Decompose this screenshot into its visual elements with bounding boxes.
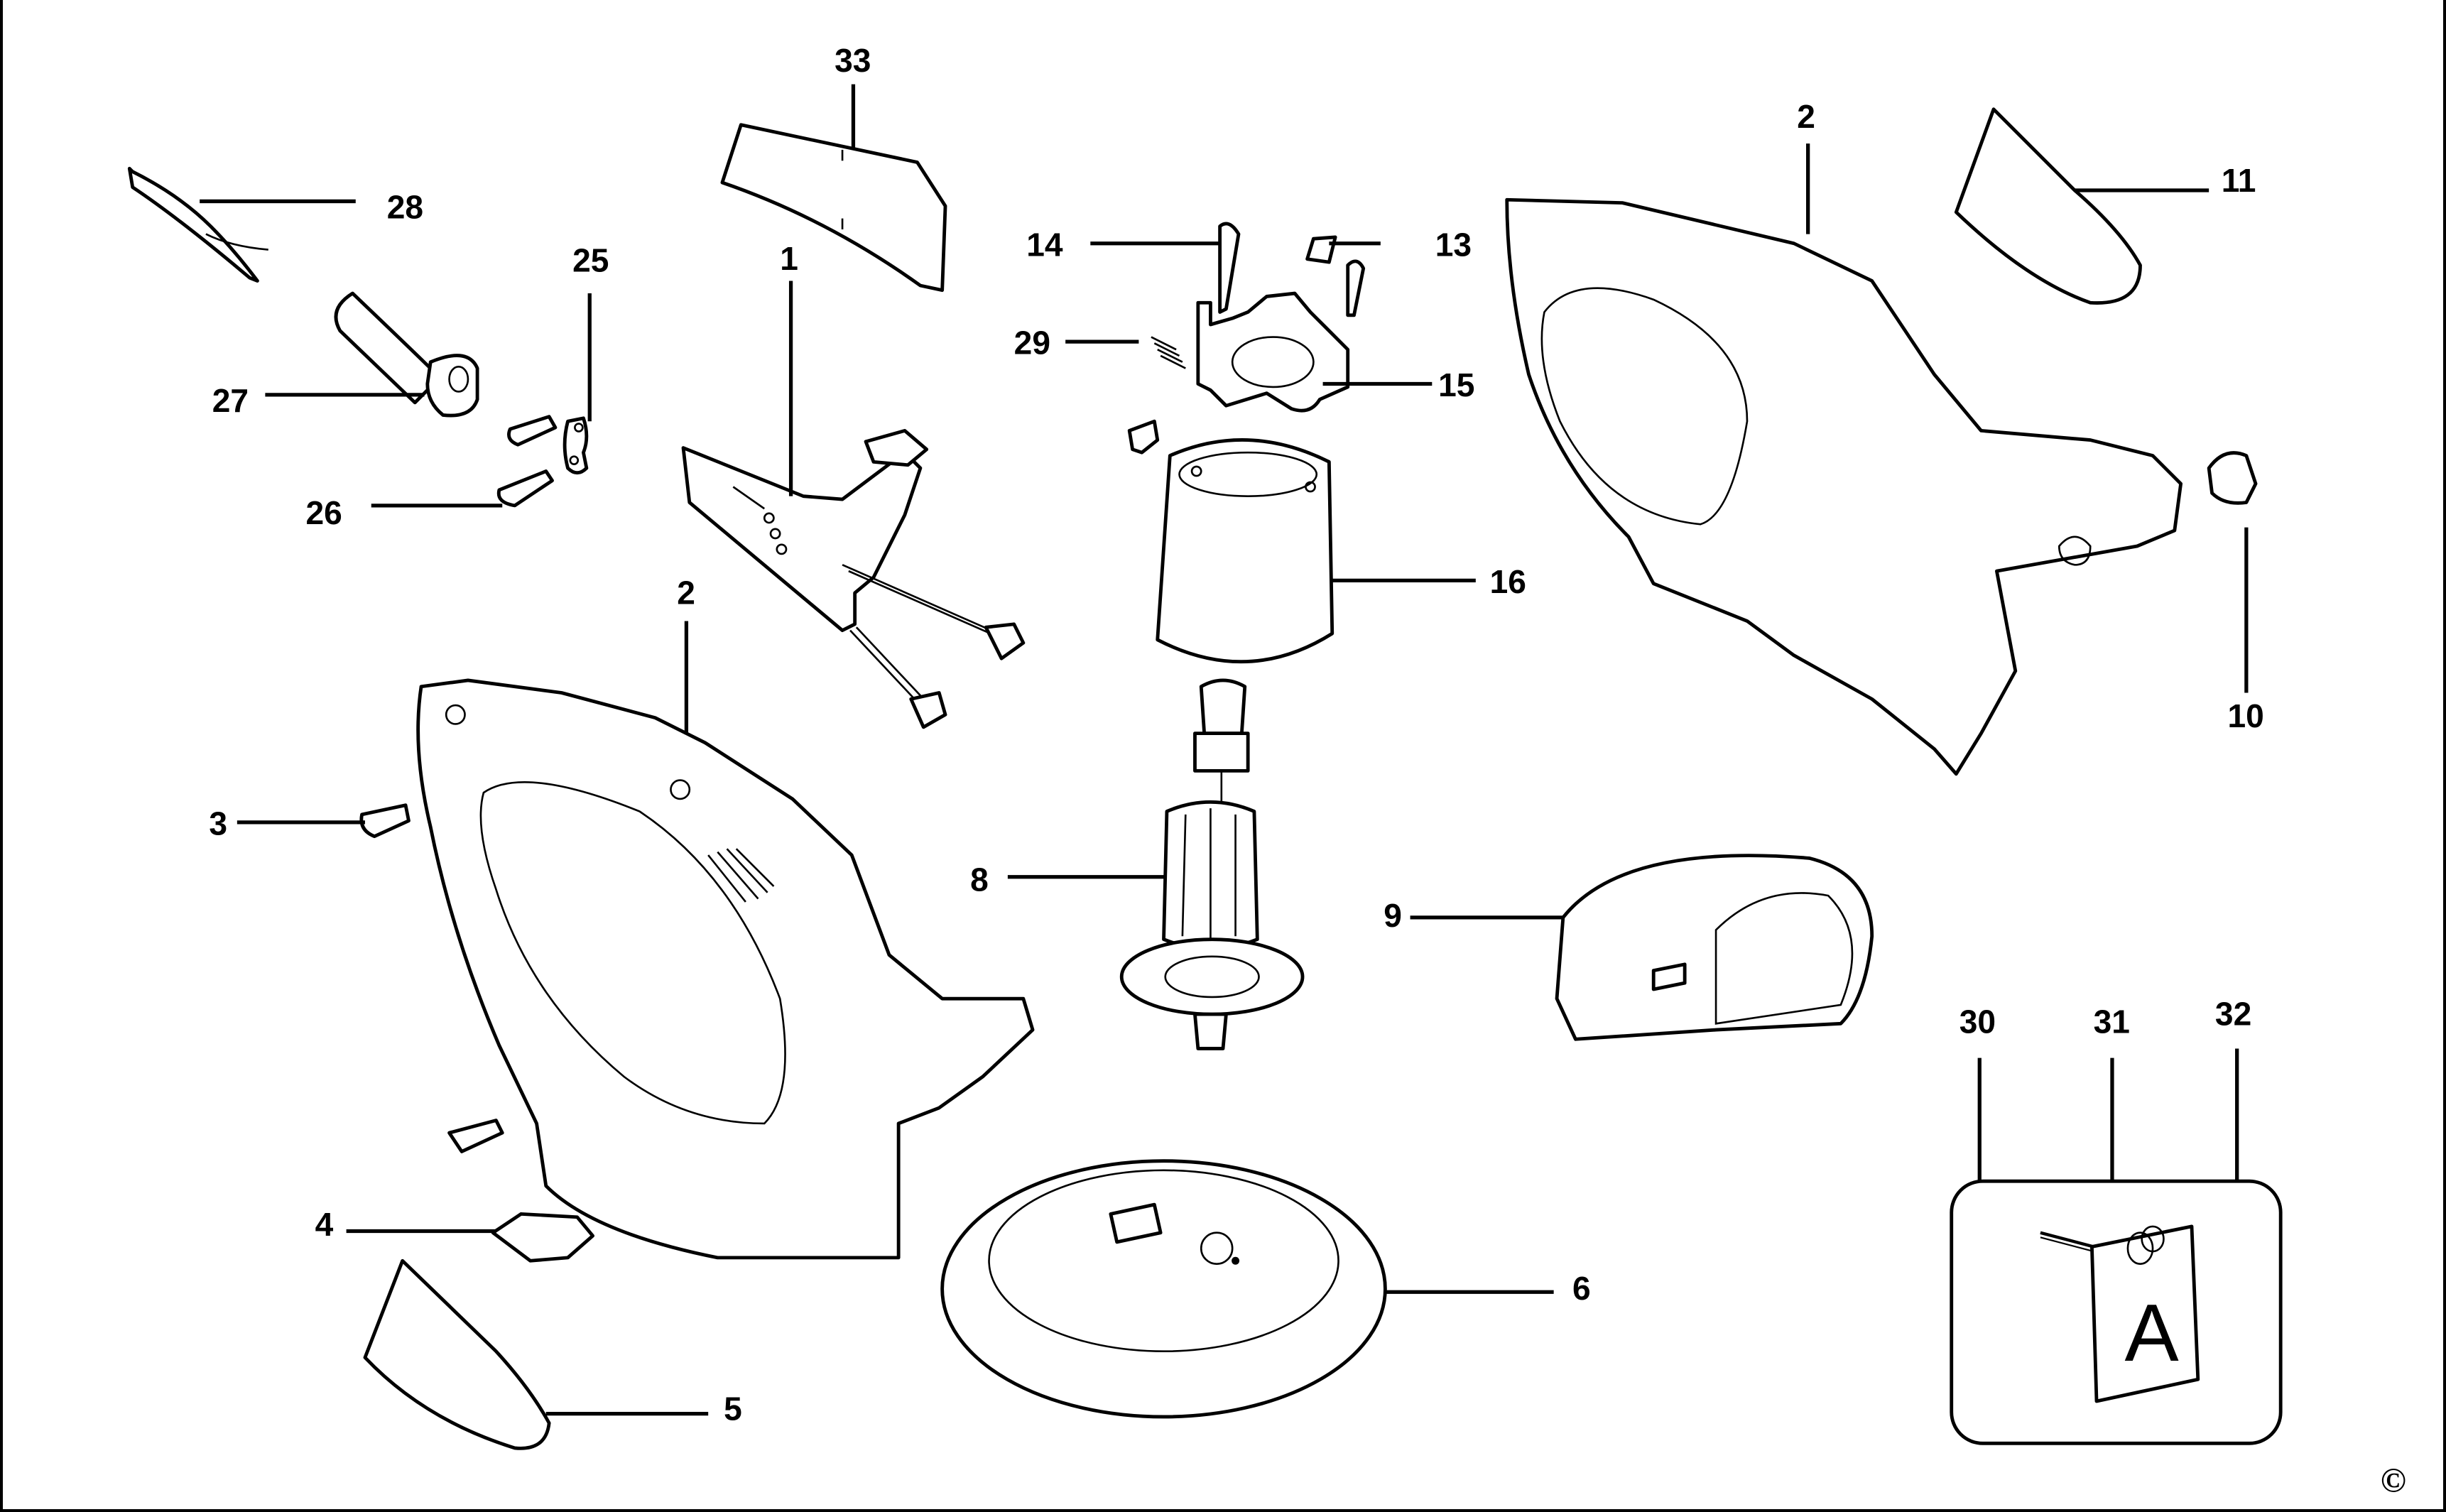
- label-6: 6: [1572, 1270, 1591, 1307]
- part-1-switch-assembly: [681, 428, 1026, 729]
- kit-card-icon: A: [2040, 1224, 2200, 1403]
- part-6-base-disc: [940, 1159, 1387, 1419]
- label-4: 4: [315, 1206, 334, 1243]
- label-26: 26: [306, 494, 342, 531]
- label-9: 9: [1384, 897, 1402, 934]
- label-10: 10: [2228, 697, 2264, 734]
- label-5: 5: [724, 1390, 742, 1427]
- part-29-spring: [1151, 336, 1186, 369]
- part-15-brush-holder: [1127, 291, 1350, 455]
- copyright-mark: ©: [2381, 1462, 2406, 1499]
- part-2-housing-right: [1505, 197, 2183, 776]
- part-16-field-stator: [1156, 438, 1335, 664]
- part-4-button: [491, 1212, 595, 1263]
- label-30: 30: [1959, 1003, 1996, 1040]
- part-9-handle-cover: [1555, 854, 1874, 1041]
- label-8: 8: [970, 861, 989, 898]
- frame-right-border: [2443, 0, 2446, 1512]
- label-32: 32: [2215, 995, 2251, 1032]
- label-13: 13: [1435, 226, 1472, 263]
- part-28-cable: [127, 166, 268, 283]
- label-29: 29: [1014, 325, 1050, 361]
- housing-vent-slots: [707, 848, 775, 903]
- label-16: 16: [1490, 563, 1526, 600]
- part-33-label-plate: [720, 123, 947, 293]
- part-10-lock-button: [2207, 451, 2258, 505]
- part-2-housing-left: [416, 678, 1035, 1260]
- frame-left-border: [0, 0, 3, 1512]
- part-27-cable-sleeve: [334, 291, 479, 418]
- part-11-guard: [1954, 107, 2142, 305]
- label-1: 1: [780, 240, 798, 277]
- label-28: 28: [387, 189, 423, 226]
- label-15: 15: [1438, 366, 1474, 403]
- part-26-screw: [496, 469, 554, 508]
- label-2b: 2: [677, 574, 695, 611]
- frame-bottom-border: [0, 1509, 2446, 1512]
- label-33: 33: [835, 42, 871, 79]
- part-8-armature: [1119, 678, 1305, 1050]
- label-27: 27: [212, 382, 249, 419]
- label-14: 14: [1026, 226, 1063, 263]
- part-14-brush-screw: [1218, 222, 1241, 314]
- part-13-carbon-brush: [1305, 235, 1366, 317]
- label-2a: 2: [1797, 98, 1815, 135]
- label-3: 3: [209, 805, 227, 842]
- kit-card-letter: A: [2125, 1288, 2179, 1378]
- part-25-cable-clamp: [507, 415, 589, 475]
- part-5-guard: [363, 1258, 551, 1450]
- part-3-screw: [359, 803, 411, 839]
- label-11: 11: [2222, 162, 2256, 199]
- label-25: 25: [572, 241, 609, 278]
- label-31: 31: [2094, 1003, 2130, 1040]
- kit-box: A: [1950, 1179, 2283, 1445]
